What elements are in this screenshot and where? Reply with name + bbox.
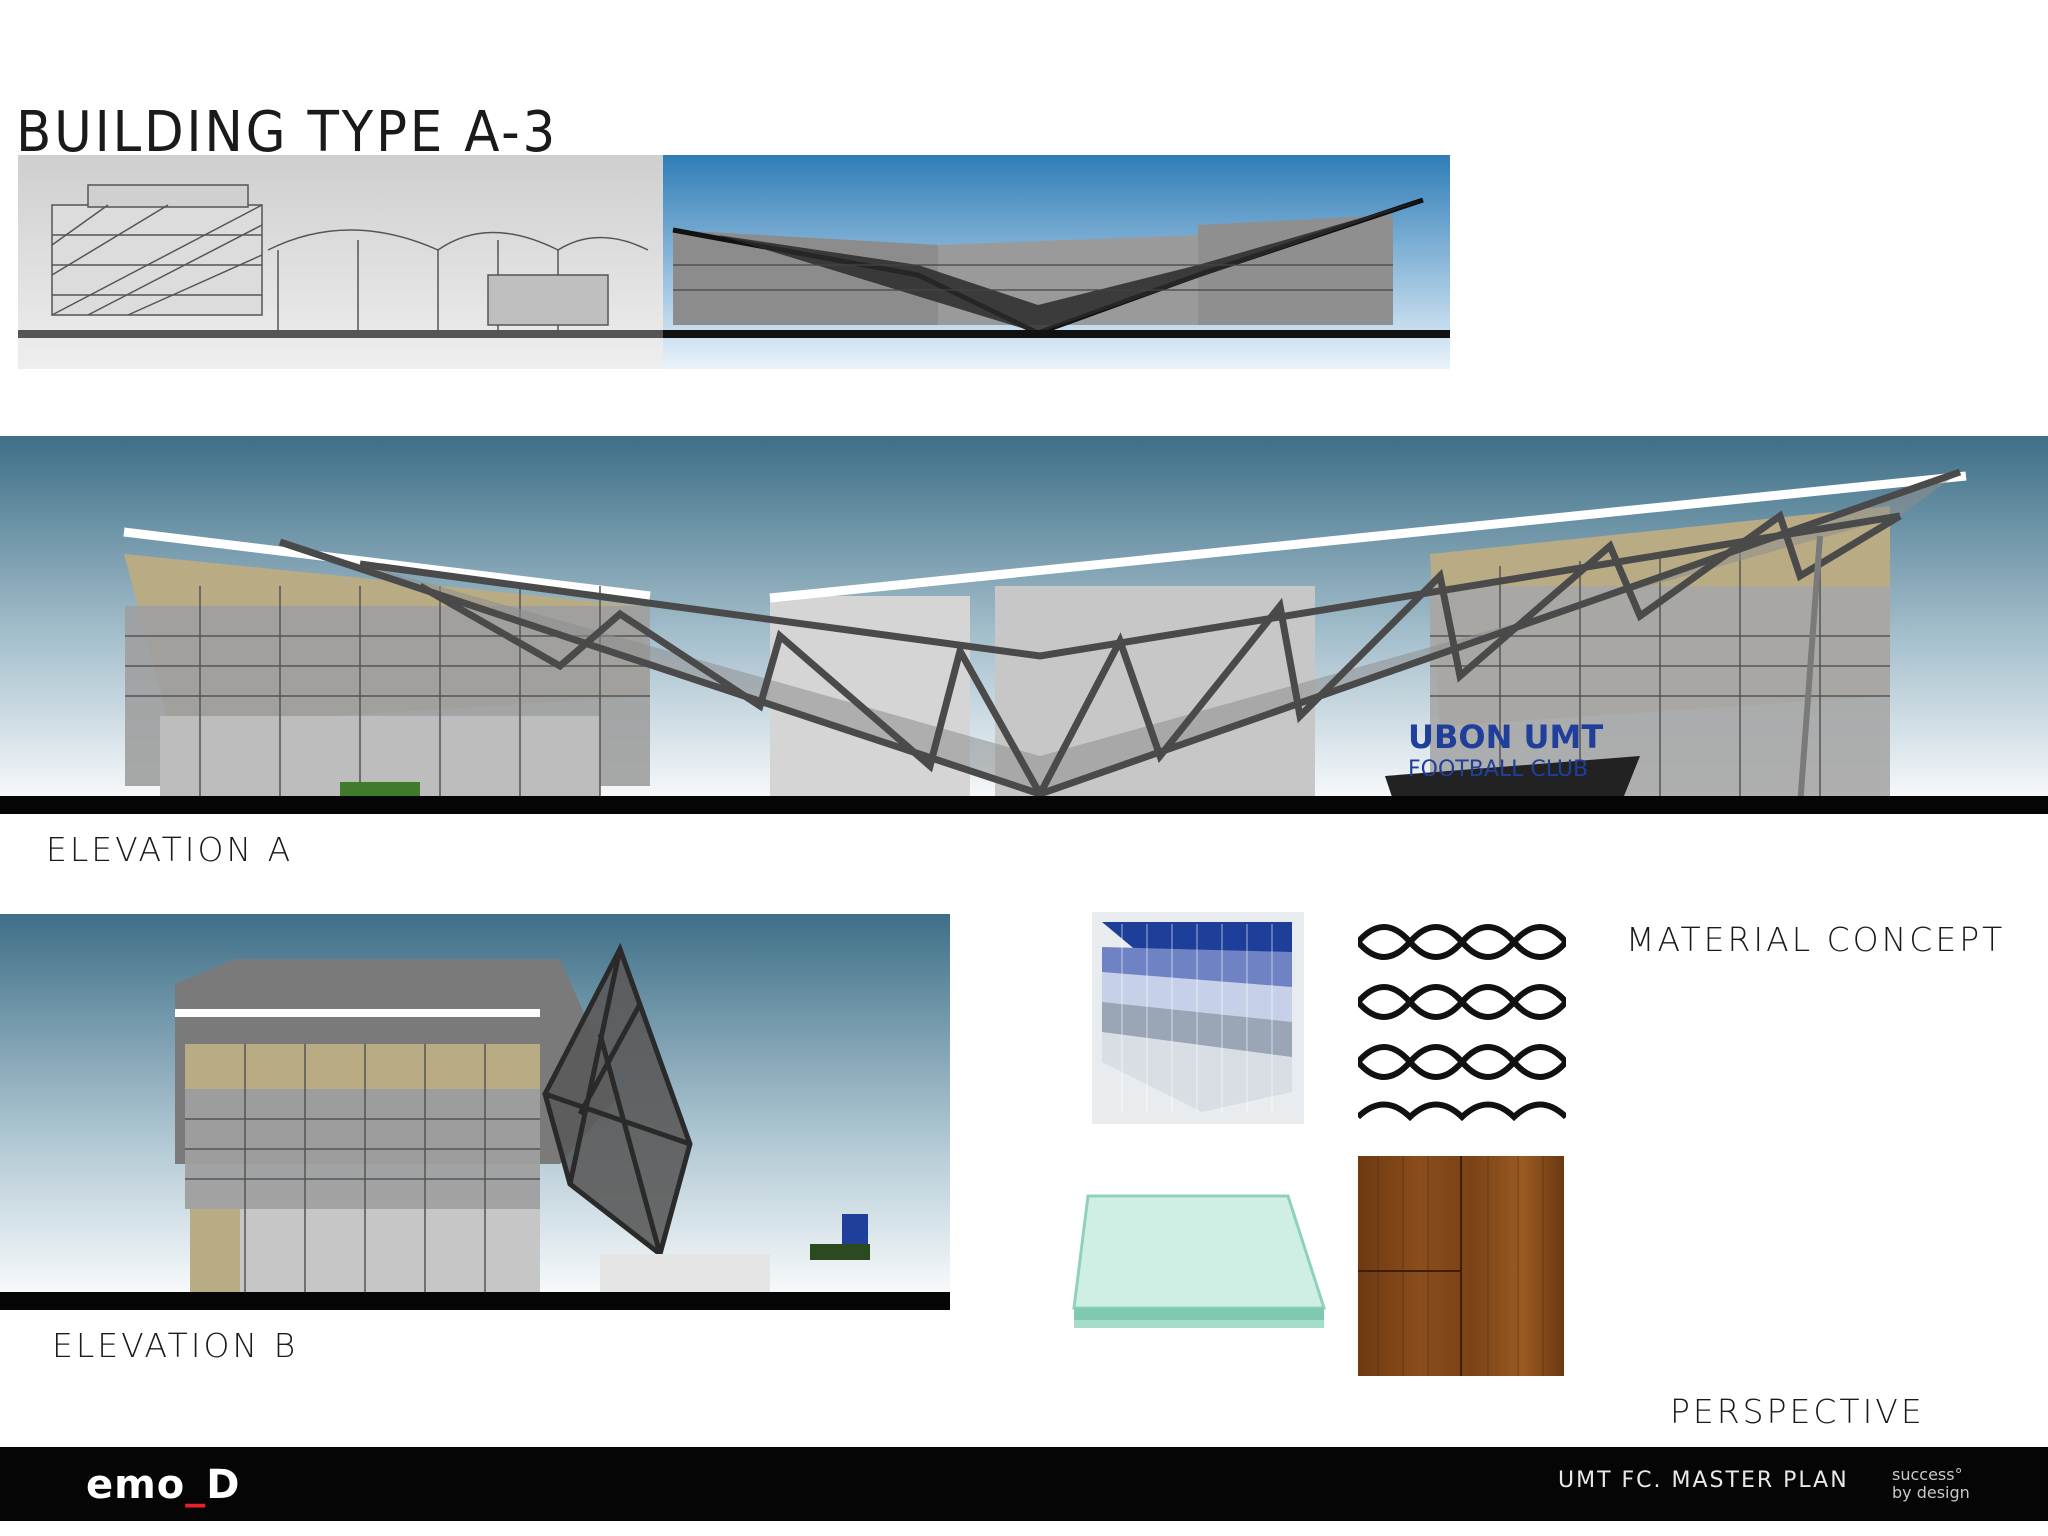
material-expanded-metal-swatch — [1358, 912, 1566, 1124]
material-wood-swatch — [1358, 1156, 1564, 1376]
material-glass-swatch — [1068, 1190, 1328, 1340]
perspective-label: PERSPECTIVE — [1670, 1392, 1925, 1431]
material-concept-label: MATERIAL CONCEPT — [1626, 920, 2006, 959]
glass-svg — [1068, 1190, 1328, 1340]
tagline-line-2: by design — [1892, 1483, 1970, 1502]
tagline-line-1: success° — [1892, 1465, 1963, 1484]
concept-sketch — [51, 184, 649, 330]
tagline: success° by design — [1892, 1466, 1970, 1502]
elevation-b-svg — [0, 914, 950, 1310]
polycarbonate-svg — [1092, 912, 1304, 1124]
logo-end: D — [206, 1462, 241, 1508]
top-render-svg — [18, 155, 1450, 369]
footer-bar — [0, 1447, 2048, 1521]
brand-logo: emo_D — [86, 1462, 241, 1508]
expanded-metal-svg — [1358, 912, 1566, 1124]
material-polycarbonate-swatch — [1092, 912, 1304, 1124]
top-render-strip — [18, 155, 1450, 369]
signage-line-1: UBON UMT — [1408, 718, 1603, 756]
logo-separator: _ — [185, 1462, 207, 1508]
elevation-b-render — [0, 914, 950, 1310]
board-title: BUILDING TYPE A-3 — [16, 100, 558, 165]
project-name: UMT FC. MASTER PLAN — [1558, 1468, 1849, 1493]
signage-line-2: FOOTBALL CLUB — [1408, 757, 1588, 782]
elevation-a-label: ELEVATION A — [46, 830, 294, 869]
wood-svg — [1358, 1156, 1564, 1376]
elevation-b-label: ELEVATION B — [52, 1326, 299, 1365]
elevation-a-svg: UBON UMT FOOTBALL CLUB — [0, 436, 2048, 816]
logo-main: emo — [86, 1462, 186, 1508]
elevation-a-render: UBON UMT FOOTBALL CLUB — [0, 436, 2048, 816]
